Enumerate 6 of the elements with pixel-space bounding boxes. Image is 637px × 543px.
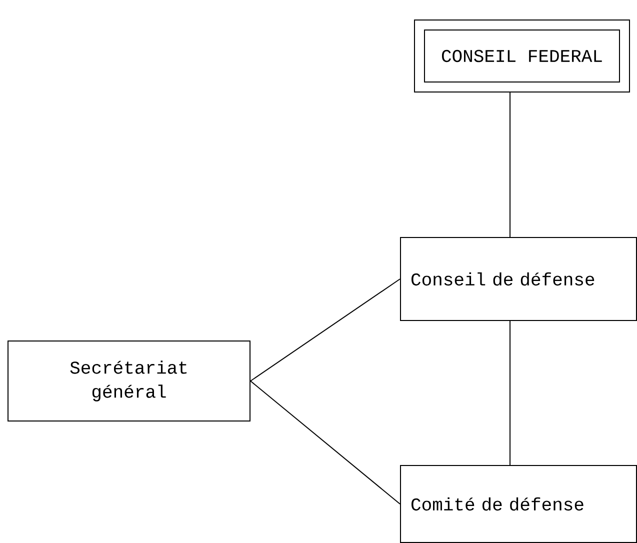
- framed-box: CONSEIL FEDERAL: [414, 20, 630, 92]
- process-box: Secrétariat général: [8, 340, 250, 422]
- process-box: Conseil de défense: [400, 237, 637, 321]
- connector-line: [250, 380, 400, 504]
- process-box: Comité de défense: [400, 465, 637, 543]
- connector-line: [250, 278, 400, 382]
